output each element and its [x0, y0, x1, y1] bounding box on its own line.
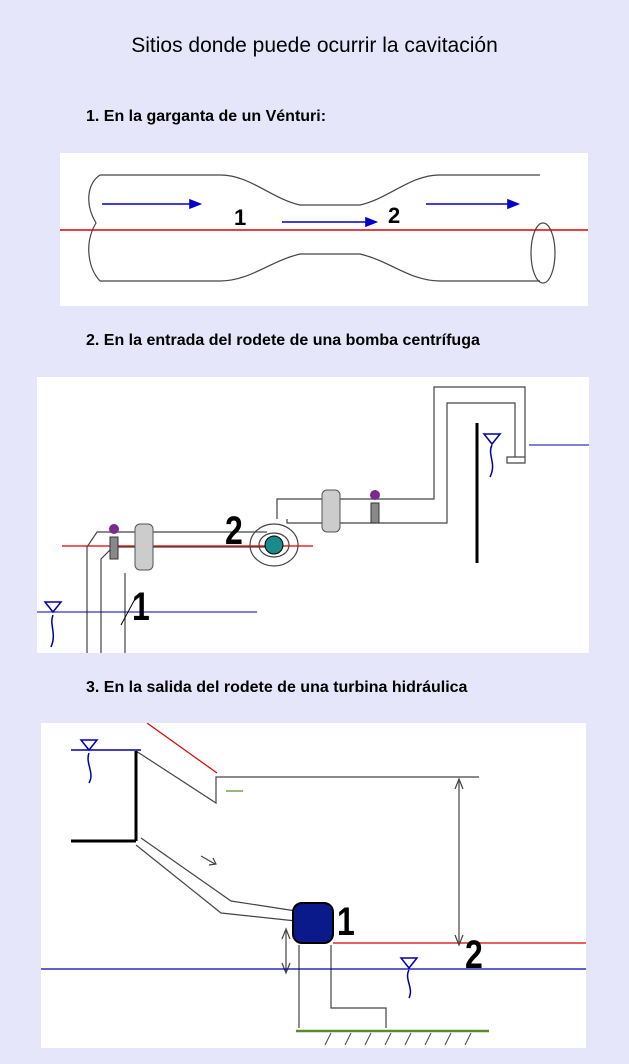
flow-arrows [102, 198, 521, 228]
pump-point-1: 1 [132, 585, 150, 629]
section-1-heading: 1. En la garganta de un Vénturi: [86, 108, 327, 125]
venturi-point-2: 2 [388, 203, 401, 228]
turbine-point-1: 1 [337, 900, 355, 944]
venturi-diagram [60, 174, 588, 284]
pump-point-2: 2 [225, 509, 243, 553]
venturi-point-1: 1 [234, 205, 247, 230]
pump-diagram [37, 386, 589, 653]
turbine-diagram [41, 723, 586, 1046]
pump-panel: 1 2 [37, 377, 589, 653]
pump-pipes [86, 386, 526, 653]
page-title: Sitios donde puede ocurrir la cavitación [131, 34, 498, 57]
venturi-pipe [88, 174, 556, 284]
section-2-heading: 2. En la entrada del rodete de una bomba… [86, 332, 480, 349]
turbine-point-2: 2 [465, 933, 483, 977]
turbine-panel: 1 2 [41, 723, 586, 1048]
section-3-heading: 3. En la salida del rodete de una turbin… [86, 679, 468, 696]
venturi-panel: 1 2 [60, 153, 588, 306]
